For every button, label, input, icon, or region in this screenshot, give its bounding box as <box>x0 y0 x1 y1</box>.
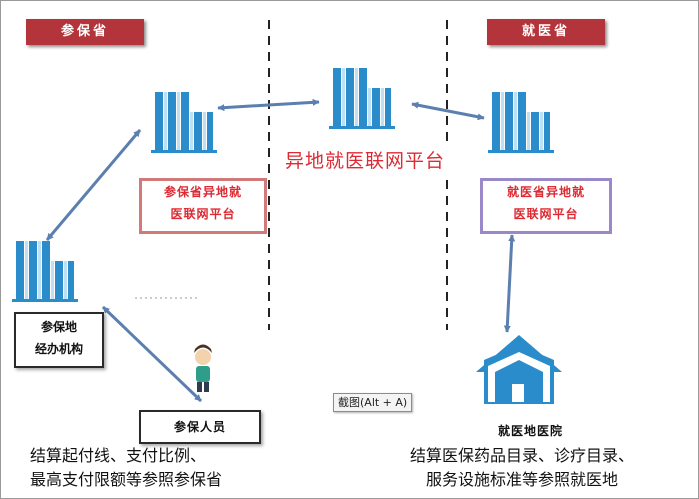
arrow-agency-to-insured-platform <box>45 129 142 241</box>
agency-line1: 参保地 <box>40 320 77 334</box>
treatment-province-building-icon <box>488 92 554 153</box>
treatment-platform-line2: 医联网平台 <box>513 207 579 221</box>
agency-box: 参保地 经办机构 <box>14 312 104 368</box>
agency-line2: 经办机构 <box>34 342 83 356</box>
insured-platform-box: 参保省异地就 医联网平台 <box>139 178 267 234</box>
arrow-treatment-platform-to-hospital <box>503 234 516 333</box>
center-platform-building-icon <box>329 68 395 129</box>
right-caption-line1: 结算医保药品目录、诊疗目录、 <box>410 446 635 465</box>
treatment-platform-box: 就医省异地就 医联网平台 <box>480 178 612 234</box>
insured-person-icon <box>194 344 212 392</box>
arrow-agency-to-person <box>101 305 203 403</box>
left-caption-line1: 结算起付线、支付比例、 <box>30 446 207 465</box>
hospital-house-icon <box>476 335 562 404</box>
arrow-center-to-treatment <box>411 101 485 121</box>
hospital-label: 就医地医院 <box>498 424 564 438</box>
screenshot-tooltip: 截图(Alt + A) <box>333 393 413 412</box>
insured-province-header: 参保省 <box>26 19 144 45</box>
insured-person-box: 参保人员 <box>139 410 261 444</box>
left-caption: 结算起付线、支付比例、 最高支付限额等参照参保省 <box>30 444 222 492</box>
agency-building-icon <box>12 241 78 302</box>
center-platform-label: 异地就医联网平台 <box>270 146 460 173</box>
left-caption-line2: 最高支付限额等参照参保省 <box>30 470 223 489</box>
arrow-insured-to-center <box>217 98 320 112</box>
right-caption-line2: 服务设施标准等参照就医地 <box>426 470 619 489</box>
treatment-platform-line1: 就医省异地就 <box>506 185 585 199</box>
insured-province-building-icon <box>151 92 217 153</box>
insured-platform-line1: 参保省异地就 <box>163 185 242 199</box>
treatment-province-header: 就医省 <box>487 19 605 45</box>
right-caption: 结算医保药品目录、诊疗目录、 服务设施标准等参照就医地 <box>410 444 634 492</box>
insured-platform-line2: 医联网平台 <box>170 207 236 221</box>
